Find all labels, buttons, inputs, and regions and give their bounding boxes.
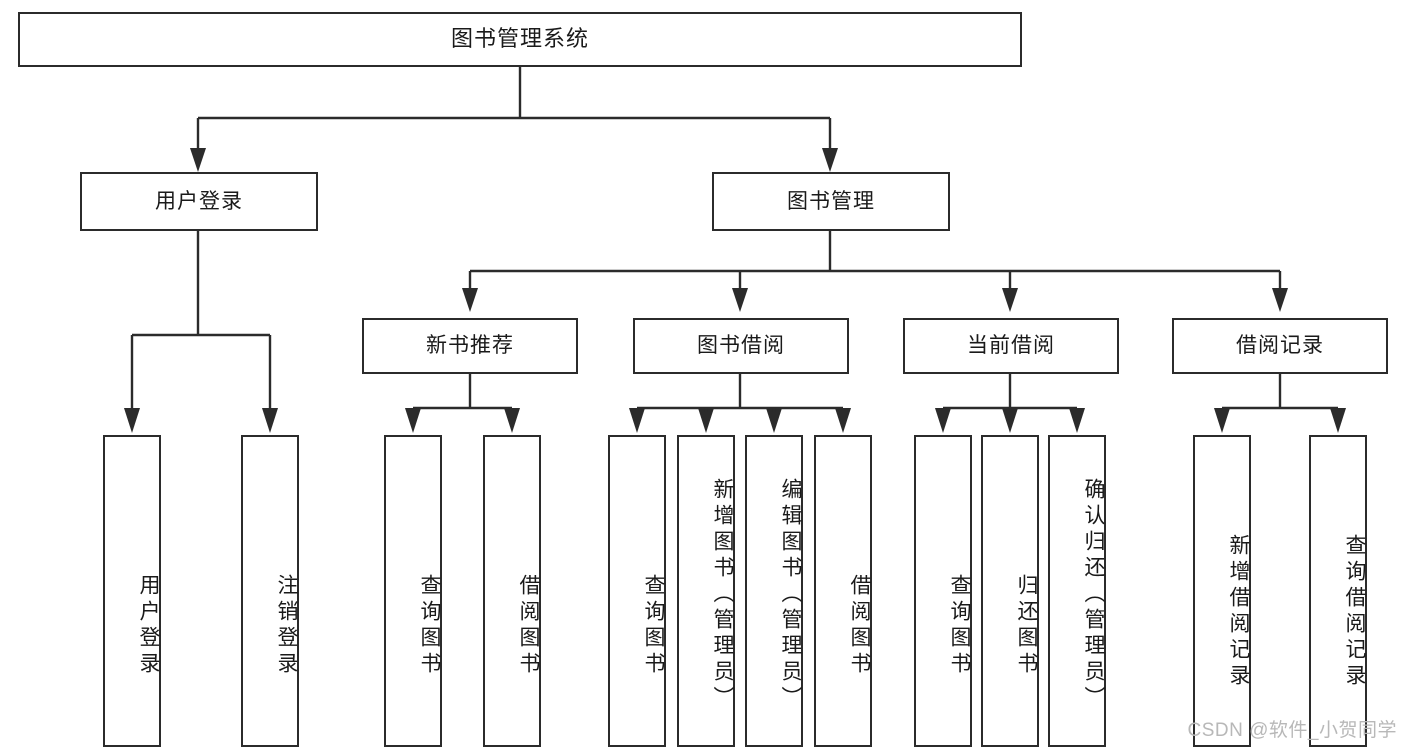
leaf-current-borrow-confirm-admin[interactable]: 确认归还（管理员） bbox=[1048, 435, 1106, 747]
arrowhead-book-borrow-leaf-2 bbox=[698, 408, 714, 433]
arrowhead-book-borrow-leaf-1 bbox=[629, 408, 645, 433]
node-current-borrow[interactable]: 当前借阅 bbox=[903, 318, 1119, 374]
node-label: 图书借阅 bbox=[697, 334, 785, 358]
node-label: 借阅记录 bbox=[1236, 334, 1324, 358]
node-label: 注销登录 bbox=[275, 574, 298, 678]
arrowhead-current-borrow-leaf-1 bbox=[935, 408, 951, 433]
leaf-borrow-record-query[interactable]: 查询借阅记录 bbox=[1309, 435, 1367, 747]
node-new-book-recommend[interactable]: 新书推荐 bbox=[362, 318, 578, 374]
leaf-book-borrow-query[interactable]: 查询图书 bbox=[608, 435, 666, 747]
node-label: 新书推荐 bbox=[426, 334, 514, 358]
leaf-new-book-query[interactable]: 查询图书 bbox=[384, 435, 442, 747]
node-label: 借阅图书 bbox=[517, 574, 540, 678]
node-label: 确认归还（管理员） bbox=[1082, 478, 1105, 712]
leaf-book-borrow-borrow[interactable]: 借阅图书 bbox=[814, 435, 872, 747]
node-label: 当前借阅 bbox=[967, 334, 1055, 358]
leaf-new-book-borrow[interactable]: 借阅图书 bbox=[483, 435, 541, 747]
leaf-current-borrow-query[interactable]: 查询图书 bbox=[914, 435, 972, 747]
arrowhead-current-borrow-leaf-3 bbox=[1069, 408, 1085, 433]
leaf-user-login-login[interactable]: 用户登录 bbox=[103, 435, 161, 747]
node-label: 用户登录 bbox=[137, 574, 160, 678]
leaf-user-login-logout[interactable]: 注销登录 bbox=[241, 435, 299, 747]
node-user-login[interactable]: 用户登录 bbox=[80, 172, 318, 231]
node-borrow-record[interactable]: 借阅记录 bbox=[1172, 318, 1388, 374]
node-label: 图书管理系统 bbox=[450, 26, 589, 52]
arrowhead-current-borrow bbox=[1002, 288, 1018, 312]
node-label: 查询图书 bbox=[418, 574, 441, 678]
node-label: 查询图书 bbox=[642, 574, 665, 678]
leaf-book-borrow-add-admin[interactable]: 新增图书（管理员） bbox=[677, 435, 735, 747]
watermark-text: CSDN @软件_小贺同学 bbox=[1187, 720, 1397, 741]
node-label: 查询借阅记录 bbox=[1343, 534, 1366, 690]
node-label: 新增借阅记录 bbox=[1227, 534, 1250, 690]
node-label: 归还图书 bbox=[1015, 574, 1038, 678]
node-label: 用户登录 bbox=[155, 189, 243, 213]
leaf-borrow-record-add[interactable]: 新增借阅记录 bbox=[1193, 435, 1251, 747]
arrowhead-new-book-leaf-2 bbox=[504, 408, 520, 433]
node-book-borrow[interactable]: 图书借阅 bbox=[633, 318, 849, 374]
node-label: 图书管理 bbox=[787, 189, 875, 213]
leaf-book-borrow-edit-admin[interactable]: 编辑图书（管理员） bbox=[745, 435, 803, 747]
arrowhead-current-borrow-leaf-2 bbox=[1002, 408, 1018, 433]
arrowhead-borrow-record-leaf-2 bbox=[1330, 408, 1346, 433]
node-book-management[interactable]: 图书管理 bbox=[712, 172, 950, 231]
arrowhead-borrow-record-leaf-1 bbox=[1214, 408, 1230, 433]
arrowhead-book-borrow-leaf-3 bbox=[766, 408, 782, 433]
node-label: 借阅图书 bbox=[848, 574, 871, 678]
arrowhead-book-borrow-leaf-4 bbox=[835, 408, 851, 433]
leaf-current-borrow-return[interactable]: 归还图书 bbox=[981, 435, 1039, 747]
node-label: 查询图书 bbox=[948, 574, 971, 678]
arrowhead-new-book bbox=[462, 288, 478, 312]
arrowhead-new-book-leaf-1 bbox=[405, 408, 421, 433]
arrowhead-user-login-leaf-2 bbox=[262, 408, 278, 433]
node-label: 新增图书（管理员） bbox=[711, 478, 734, 712]
arrowhead-book-borrow bbox=[732, 288, 748, 312]
arrowhead-user-login-leaf-1 bbox=[124, 408, 140, 433]
arrowhead-borrow-record bbox=[1272, 288, 1288, 312]
arrowhead-book-manage bbox=[822, 148, 838, 172]
node-label: 编辑图书（管理员） bbox=[779, 478, 802, 712]
arrowhead-user-login bbox=[190, 148, 206, 172]
node-root-book-management-system[interactable]: 图书管理系统 bbox=[18, 12, 1022, 67]
